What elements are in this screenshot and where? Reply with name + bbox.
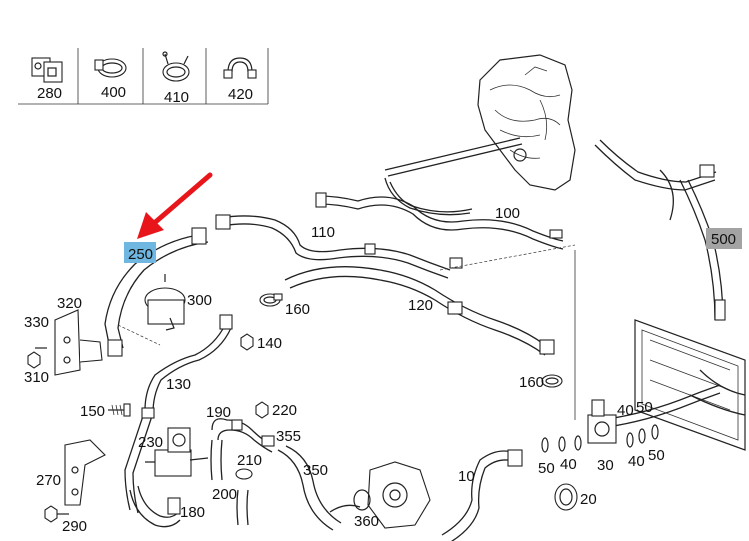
pump-360[interactable] [353,461,431,529]
part-label[interactable]: 210 [237,452,262,469]
part-label-250: 250 [128,246,153,263]
part-label[interactable]: 160 [519,374,544,391]
part-label[interactable]: 190 [206,404,231,421]
part-label[interactable]: 200 [212,486,237,503]
part-label[interactable]: 330 [24,314,49,331]
part-label[interactable]: 220 [272,402,297,419]
part-label[interactable]: 50 [538,460,555,477]
pointer-arrow [137,172,213,239]
hose-500[interactable] [594,139,726,321]
part-label[interactable]: 120 [408,297,433,314]
nut-220[interactable] [255,401,269,419]
spring-clamp-icon[interactable] [162,51,190,82]
legend-label: 410 [164,89,189,106]
part-label[interactable]: 310 [24,369,49,386]
part-label[interactable]: 355 [276,428,301,445]
part-label[interactable]: 30 [597,457,614,474]
part-label[interactable]: 140 [257,335,282,352]
part-label[interactable]: 40 [560,456,577,473]
engine-pipe [384,137,521,171]
hose-clamp-icon[interactable] [94,58,127,78]
hose-100[interactable] [315,177,564,250]
cap-20[interactable] [554,483,578,511]
hose-200[interactable] [236,489,249,526]
hose-350[interactable] [277,445,361,531]
band-clip-icon[interactable] [223,57,257,79]
legend: 280 400 410 420 [18,48,269,106]
part-label[interactable]: 130 [166,376,191,393]
clamp-160-right[interactable] [541,374,563,388]
hose-110[interactable] [215,214,463,279]
part-label[interactable]: 180 [180,504,205,521]
part-label[interactable]: 230 [138,434,163,451]
highlight-250[interactable]: 250 [124,242,156,263]
legend-label: 280 [37,85,62,102]
valve-30[interactable] [587,399,617,444]
legend-label: 420 [228,86,253,103]
highlight-box [124,242,156,263]
hose-210[interactable] [210,439,253,481]
legend-label: 400 [101,84,126,101]
clamp-160-left[interactable] [259,293,283,307]
leader-line [439,244,576,271]
part-label[interactable]: 360 [354,513,379,530]
part-label[interactable]: 270 [36,472,61,489]
heater-pipe [599,392,721,429]
part-label[interactable]: 20 [580,491,597,508]
part-label[interactable]: 100 [495,205,520,222]
pipe-130[interactable] [124,314,233,514]
part-label[interactable]: 40 [628,453,645,470]
pump-300[interactable] [144,274,186,331]
part-label-500: 500 [711,231,736,248]
highlight-500[interactable]: 500 [706,228,742,249]
bracket-270[interactable] [64,439,106,506]
hose-250[interactable] [104,227,209,357]
leader-line [117,324,161,346]
heater-pipe [599,384,721,421]
part-label[interactable]: 10 [458,468,475,485]
engine-pipe [387,143,523,177]
part-label[interactable]: 300 [187,292,212,309]
part-label[interactable]: 110 [311,224,335,241]
part-label[interactable]: 150 [80,403,105,420]
bolt-290[interactable] [44,505,69,523]
nut-140[interactable] [240,333,254,351]
part-label[interactable]: 290 [62,518,87,535]
part-label[interactable]: 40 [617,402,634,419]
seal-set[interactable] [541,424,659,453]
hose-190[interactable] [211,418,275,453]
part-label[interactable]: 50 [636,399,653,416]
part-label[interactable]: 320 [57,295,82,312]
valve-230[interactable] [145,427,209,477]
bolt-150[interactable] [108,403,131,417]
hose-120[interactable] [284,266,555,356]
nut-310[interactable] [27,351,41,369]
highlight-box [706,228,742,249]
hose-10[interactable] [441,449,523,541]
bracket-320[interactable] [35,309,103,376]
part-label[interactable]: 160 [285,301,310,318]
connector-block-icon[interactable] [31,57,63,83]
hose-180[interactable] [129,485,181,528]
part-label[interactable]: 50 [648,447,665,464]
part-label[interactable]: 350 [303,462,328,479]
heater-core [634,319,746,451]
engine-block [477,54,576,191]
